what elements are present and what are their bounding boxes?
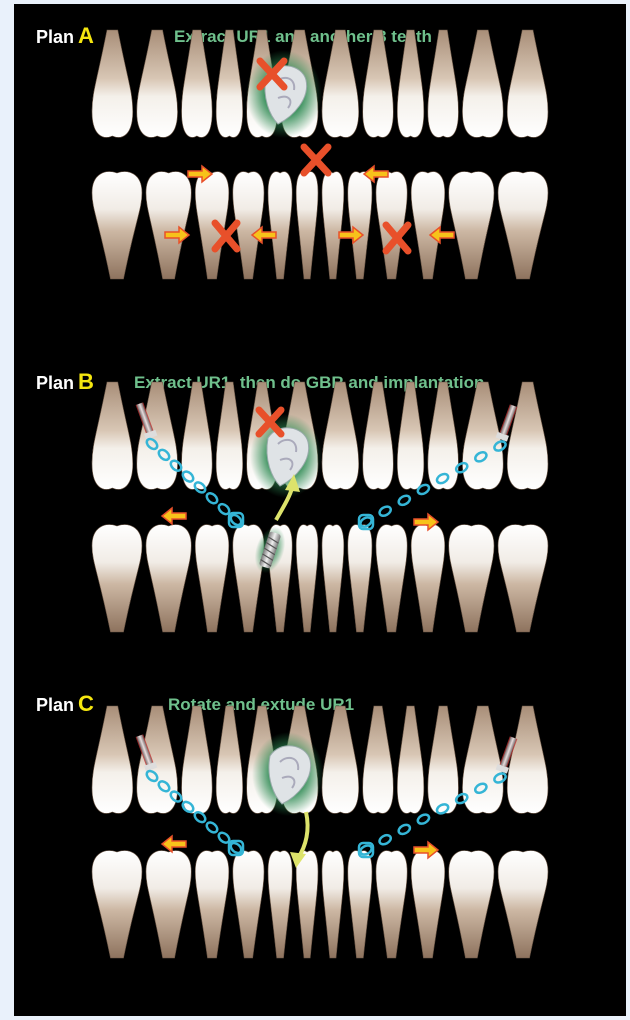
tooth xyxy=(428,30,459,137)
chain-link xyxy=(359,844,373,857)
retraction-arrow-icon xyxy=(162,508,186,524)
tooth xyxy=(348,525,372,632)
retraction-arrow-icon xyxy=(162,836,186,852)
tooth xyxy=(296,172,318,279)
tooth xyxy=(92,851,142,958)
tooth xyxy=(268,851,292,958)
tooth xyxy=(449,851,494,958)
tooth xyxy=(182,706,213,813)
tooth xyxy=(195,525,229,632)
chain-link xyxy=(397,494,411,507)
tooth xyxy=(449,172,494,279)
tooth xyxy=(376,172,407,279)
lower-arch xyxy=(92,851,548,958)
tooth xyxy=(146,851,191,958)
tooth xyxy=(363,706,394,813)
bone-fragment-icon xyxy=(250,414,322,498)
chain-link xyxy=(359,516,373,529)
chain-link xyxy=(229,841,243,855)
chain-link xyxy=(397,823,411,836)
tooth xyxy=(195,851,229,958)
extract-x-icon xyxy=(304,147,328,173)
tooth xyxy=(146,525,191,632)
tooth xyxy=(411,172,445,279)
tooth xyxy=(411,525,445,632)
tooth xyxy=(498,851,548,958)
tooth xyxy=(322,525,344,632)
tooth xyxy=(137,30,178,137)
tooth xyxy=(322,172,344,279)
tooth xyxy=(348,172,372,279)
tooth xyxy=(507,382,548,489)
tooth xyxy=(195,172,229,279)
tooth xyxy=(348,851,372,958)
plan-a-illustration xyxy=(14,24,626,334)
tooth xyxy=(428,706,459,813)
chain-link xyxy=(416,813,430,826)
tooth xyxy=(296,851,318,958)
tooth xyxy=(182,30,213,137)
tooth xyxy=(296,525,318,632)
tooth xyxy=(507,706,548,813)
plan-b-illustration xyxy=(14,370,626,670)
chain-link xyxy=(378,505,392,518)
plan-c-illustration xyxy=(14,692,626,1012)
tooth xyxy=(449,525,494,632)
tooth xyxy=(498,172,548,279)
tooth xyxy=(268,172,292,279)
tooth xyxy=(397,706,424,813)
tooth xyxy=(397,30,424,137)
tooth xyxy=(322,851,344,958)
chain-link xyxy=(205,820,219,834)
bone-fragment-icon xyxy=(252,732,324,816)
tooth xyxy=(92,525,142,632)
tooth xyxy=(92,172,142,279)
tooth xyxy=(363,382,394,489)
tooth xyxy=(322,30,359,137)
panel-plan-c: PlanC Rotate and extude UR1 xyxy=(14,692,626,1012)
tooth xyxy=(397,382,424,489)
tooth xyxy=(322,706,359,813)
tooth xyxy=(216,382,243,489)
lower-arch xyxy=(92,172,548,279)
tooth xyxy=(92,382,133,489)
tooth xyxy=(411,851,445,958)
chain-link xyxy=(229,513,243,527)
tooth xyxy=(363,30,394,137)
tooth xyxy=(462,30,503,137)
tooth xyxy=(376,851,407,958)
tooth xyxy=(216,30,243,137)
tooth xyxy=(498,525,548,632)
tooth xyxy=(92,30,133,137)
chain-link xyxy=(205,491,219,505)
tooth xyxy=(182,382,213,489)
tooth xyxy=(322,382,359,489)
tooth xyxy=(146,172,191,279)
tooth xyxy=(507,30,548,137)
upper-arch xyxy=(92,382,548,489)
tooth xyxy=(376,525,407,632)
tooth xyxy=(92,706,133,813)
tooth xyxy=(216,706,243,813)
lower-arch xyxy=(92,525,548,632)
tooth xyxy=(233,851,264,958)
tooth xyxy=(137,382,178,489)
chain-link xyxy=(378,833,392,846)
